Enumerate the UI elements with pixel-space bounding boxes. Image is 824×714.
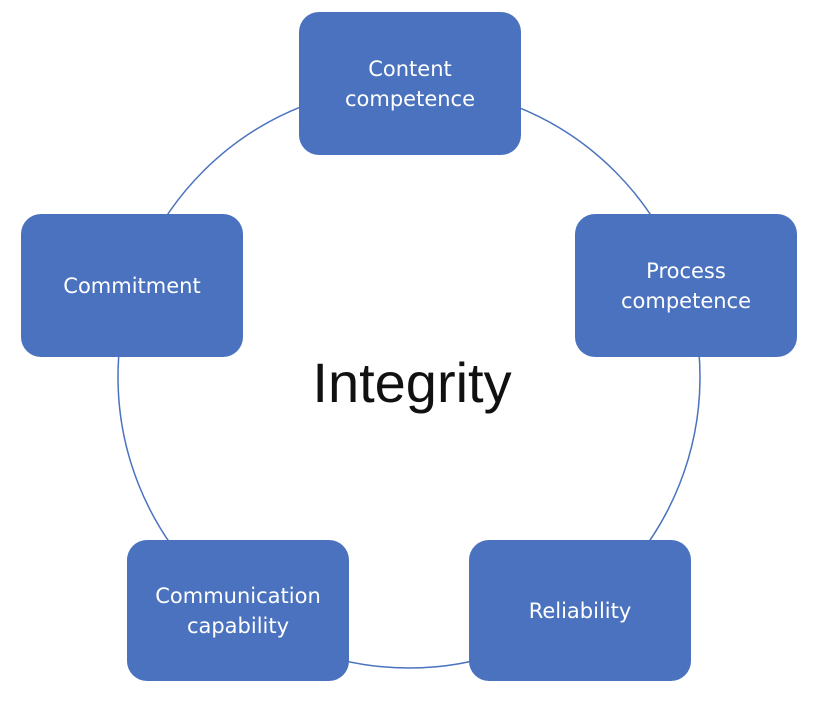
node-content-competence: Content competence — [299, 12, 521, 155]
center-label-integrity: Integrity — [312, 350, 512, 414]
node-label: Reliability — [528, 598, 632, 623]
node-label: Content competence — [344, 56, 476, 111]
node-process-competence: Process competence — [575, 214, 797, 357]
node-communication-capability: Communication capability — [127, 540, 349, 681]
node-commitment: Commitment — [21, 214, 243, 357]
node-reliability: Reliability — [469, 540, 691, 681]
node-label: Commitment — [63, 273, 201, 298]
node-label: Communication capability — [155, 583, 321, 638]
node-label: Process competence — [620, 258, 752, 313]
